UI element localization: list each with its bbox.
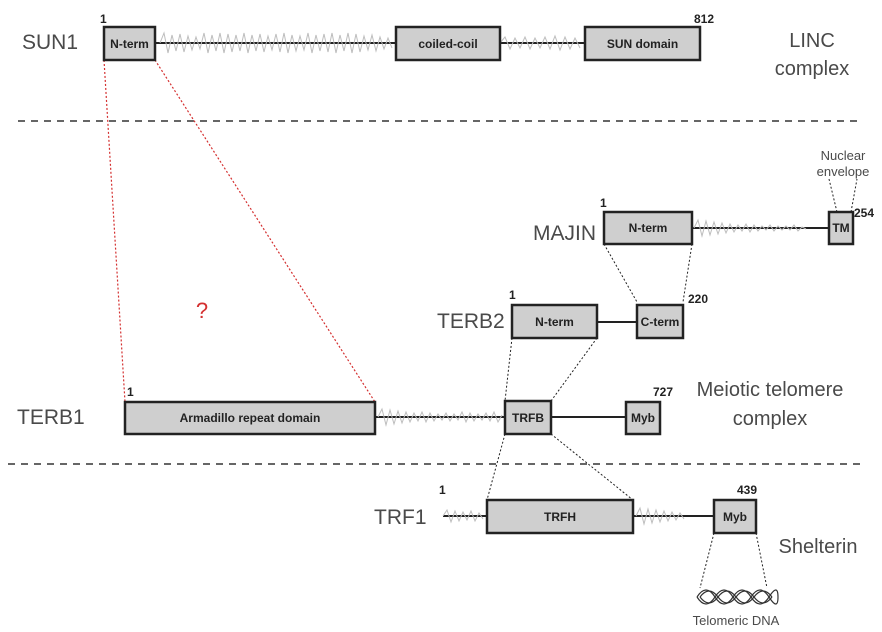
complex-linc-line1: LINC	[789, 30, 835, 52]
terb2-terb1-link-right	[551, 338, 597, 401]
sun1-terb1-link-right	[155, 60, 375, 402]
complex-shelterin: Shelterin	[779, 536, 858, 558]
terb2-nterm-label: N-term	[535, 315, 574, 329]
terb1-start: 1	[127, 385, 134, 399]
complex-linc-line2: complex	[775, 58, 849, 80]
protein-terb1: TERB1 Armadillo repeat domain TRFB Myb 1…	[17, 385, 673, 434]
terb1-armadillo-label: Armadillo repeat domain	[180, 411, 321, 425]
unknown-interaction-mark: ?	[196, 298, 208, 323]
terb2-start: 1	[509, 288, 516, 302]
terb2-terb1-link-left	[505, 338, 512, 401]
myb-dna-link-right	[756, 533, 767, 588]
protein-sun1: SUN1 N-term coiled-coil SUN domain 1 812	[22, 12, 714, 60]
protein-terb2: TERB2 N-term C-term 1 220	[437, 288, 708, 338]
terb1-disorder-wave	[378, 409, 502, 425]
majin-name: MAJIN	[533, 222, 596, 245]
trf1-end: 439	[737, 483, 757, 497]
terb1-end: 727	[653, 385, 673, 399]
terb2-name: TERB2	[437, 310, 505, 333]
terb1-trfb-label: TRFB	[512, 411, 544, 425]
sun1-coiled-coil-label: coiled-coil	[418, 37, 477, 51]
sun1-terb1-link-left	[104, 60, 125, 402]
trf1-name: TRF1	[374, 506, 427, 529]
nuclear-envelope-label-line2: envelope	[817, 164, 870, 179]
terb1-trf1-link-right	[551, 434, 633, 500]
sun1-sun-domain-label: SUN domain	[607, 37, 678, 51]
majin-end: 254	[854, 206, 874, 220]
trf1-trfh-label: TRFH	[544, 510, 576, 524]
sun1-start: 1	[100, 12, 107, 26]
myb-dna-link-left	[700, 533, 714, 588]
terb1-myb-label: Myb	[631, 411, 655, 425]
telomeric-dna-label: Telomeric DNA	[693, 613, 780, 628]
complex-meiotic-line1: Meiotic telomere	[697, 379, 844, 401]
majin-envelope-link-left	[829, 179, 837, 212]
terb1-name: TERB1	[17, 406, 85, 429]
majin-nterm-label: N-term	[629, 221, 668, 235]
terb2-end: 220	[688, 292, 708, 306]
majin-terb2-link-left	[604, 244, 637, 302]
terb1-trf1-link-left	[487, 434, 505, 500]
sun1-name: SUN1	[22, 31, 78, 54]
complex-meiotic-line2: complex	[733, 408, 807, 430]
trf1-start: 1	[439, 483, 446, 497]
trf1-myb-label: Myb	[723, 510, 747, 524]
telomeric-dna-icon	[697, 590, 778, 604]
nuclear-envelope-label-line1: Nuclear	[821, 148, 866, 163]
majin-start: 1	[600, 196, 607, 210]
terb2-cterm-label: C-term	[641, 315, 680, 329]
majin-tm-label: TM	[832, 221, 849, 235]
protein-trf1: TRF1 TRFH Myb 1 439	[374, 483, 757, 533]
protein-majin: MAJIN N-term TM 1 254	[533, 196, 874, 245]
sun1-end: 812	[694, 12, 714, 26]
sun1-nterm-label: N-term	[110, 37, 149, 51]
